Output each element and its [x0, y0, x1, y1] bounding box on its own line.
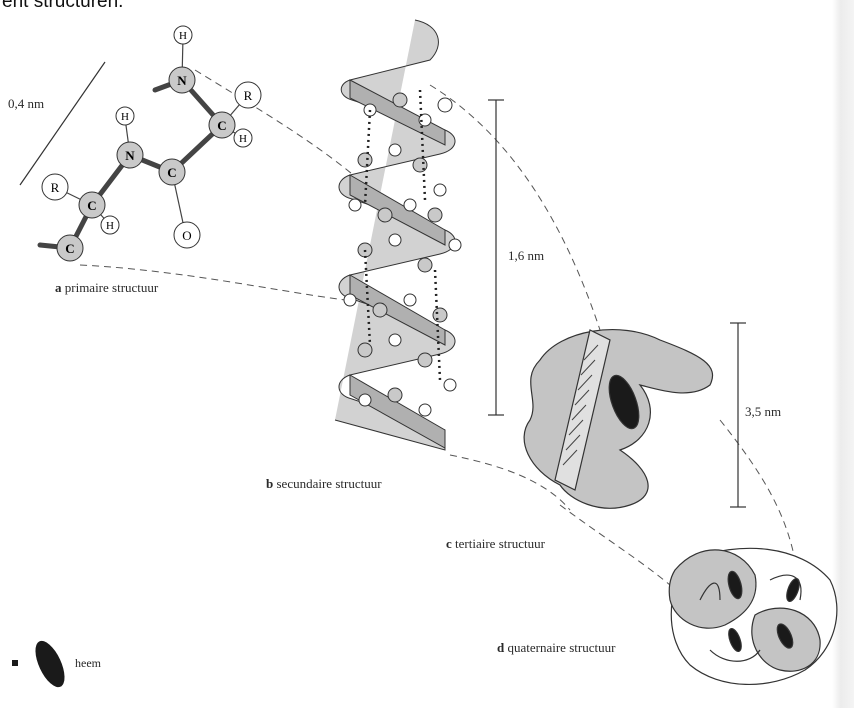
primary-atoms: C R C H H N C: [42, 26, 261, 261]
tertiary-ribbon: [524, 330, 712, 509]
atom-c-alpha-2: C: [209, 112, 235, 138]
panel-b-letter: b: [266, 476, 273, 491]
panel-c-letter: c: [446, 536, 452, 551]
atom-h-4: H: [174, 26, 192, 44]
legend-heme-label: heem: [75, 656, 101, 671]
connector-b-to-c-top: [430, 85, 600, 330]
svg-text:C: C: [65, 241, 74, 256]
atom-c-carbonyl: C: [159, 159, 185, 185]
svg-text:C: C: [87, 198, 96, 213]
label-primary-dimension: 0,4 nm: [8, 96, 44, 112]
atom-h-3: H: [234, 129, 252, 147]
svg-text:C: C: [167, 165, 176, 180]
atom-r-right: R: [235, 82, 261, 108]
panel-a-label: primaire structuur: [65, 280, 159, 295]
heme-icon: [29, 637, 70, 692]
panel-d-caption: d quaternaire structuur: [497, 640, 615, 656]
svg-text:N: N: [125, 148, 135, 163]
panel-d-label: quaternaire structuur: [507, 640, 615, 655]
connector-c-to-d-left: [560, 505, 670, 585]
atom-c-bottom: C: [57, 235, 83, 261]
atom-n-1: N: [117, 142, 143, 168]
svg-text:H: H: [239, 133, 247, 145]
quaternary-structure: [669, 548, 837, 684]
panel-b-label: secundaire structuur: [276, 476, 381, 491]
atom-h-2: H: [116, 107, 134, 125]
label-tertiary-dimension: 3,5 nm: [745, 404, 781, 420]
svg-text:H: H: [121, 111, 129, 123]
legend-square-icon: [12, 660, 18, 666]
connector-c-to-d-right: [720, 420, 795, 560]
atom-c-alpha-1: C: [79, 192, 105, 218]
scale-bar-primary: [20, 62, 105, 185]
atom-r-left: R: [42, 174, 68, 200]
svg-text:N: N: [177, 73, 187, 88]
svg-text:O: O: [182, 228, 191, 243]
alpha-helix: [335, 20, 461, 450]
svg-text:H: H: [106, 220, 114, 232]
panel-a-letter: a: [55, 280, 62, 295]
atom-h-1: H: [101, 216, 119, 234]
svg-text:C: C: [217, 118, 226, 133]
svg-text:R: R: [244, 88, 253, 103]
panel-c-label: tertiaire structuur: [455, 536, 545, 551]
panel-d-letter: d: [497, 640, 504, 655]
panel-c-caption: c tertiaire structuur: [446, 536, 545, 552]
atom-n-2: N: [169, 67, 195, 93]
tertiary-structure: [524, 330, 712, 509]
svg-text:H: H: [179, 30, 187, 42]
label-helix-dimension: 1,6 nm: [508, 248, 544, 264]
legend: [12, 637, 71, 692]
svg-text:R: R: [51, 180, 60, 195]
panel-a-caption: a primaire structuur: [55, 280, 158, 296]
panel-b-caption: b secundaire structuur: [266, 476, 382, 492]
atom-o: O: [174, 222, 200, 248]
